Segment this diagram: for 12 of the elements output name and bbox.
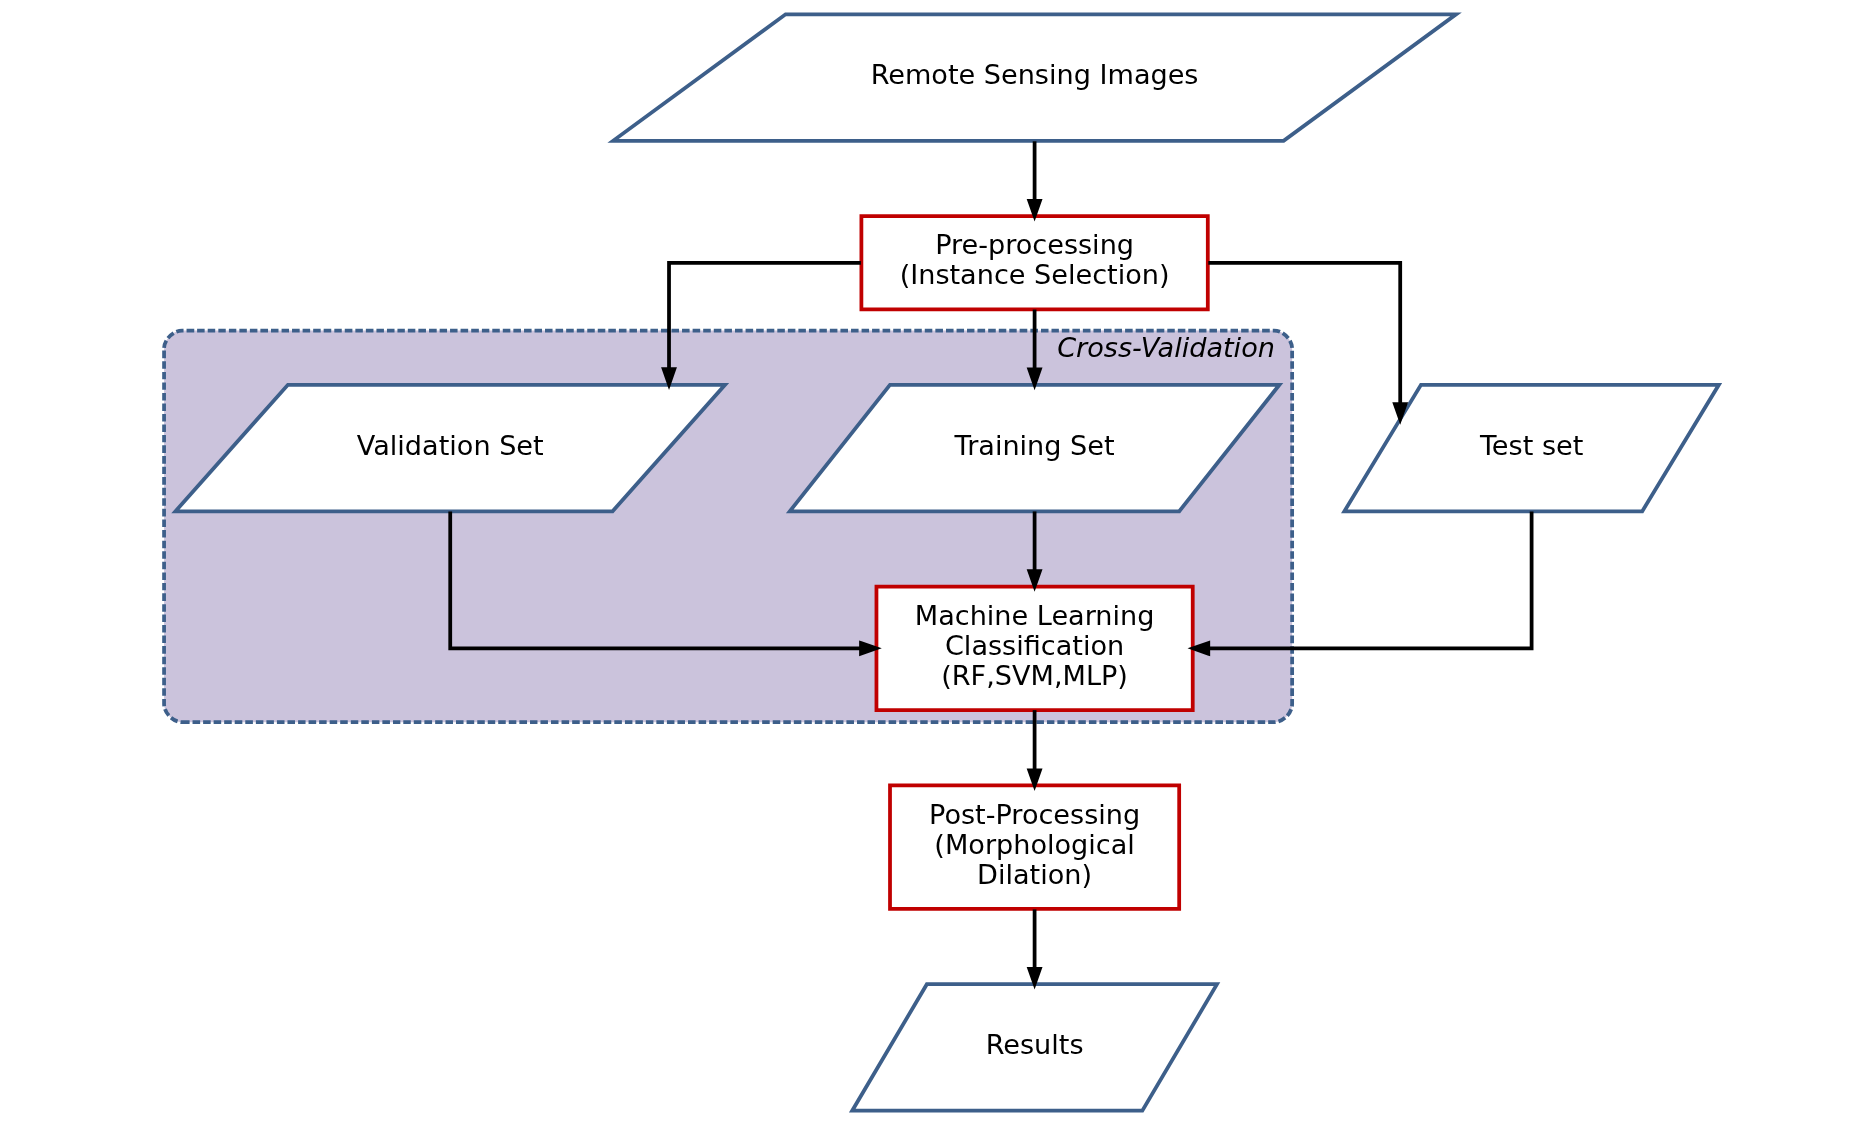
arrow <box>1208 260 1409 425</box>
arrow <box>448 511 882 657</box>
arrow <box>1187 511 1534 657</box>
arrow <box>1026 141 1043 222</box>
node-box: Post-Processing (Morphological Dilation) <box>888 783 1182 911</box>
arrow <box>1026 309 1043 391</box>
node-box: Pre-processing (Instance Selection) <box>859 214 1210 312</box>
arrow <box>661 260 861 390</box>
arrow <box>1026 909 1043 990</box>
node-box: Machine Learning Classification (RF,SVM,MLP) <box>874 584 1195 712</box>
arrow <box>1026 511 1043 592</box>
arrow <box>1026 710 1043 792</box>
